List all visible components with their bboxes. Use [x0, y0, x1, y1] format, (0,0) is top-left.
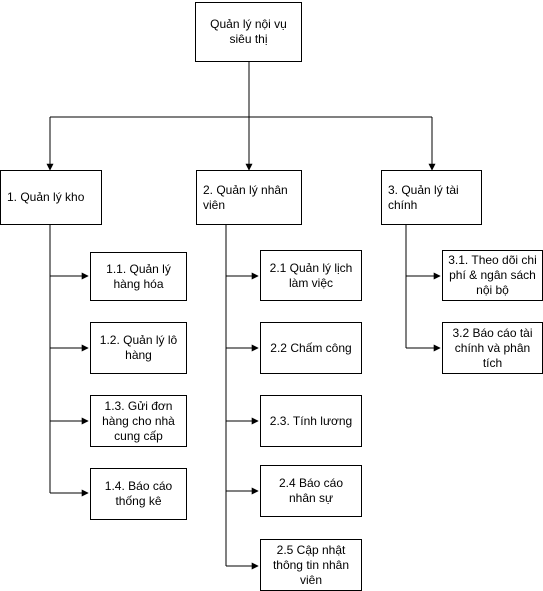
- child-node-2-3: 2.3. Tính lương: [260, 395, 362, 447]
- child-node-3-1: 3.1. Theo dõi chi phí & ngân sách nội bộ: [442, 250, 543, 301]
- branch-node-staff: 2. Quản lý nhân viên: [196, 170, 302, 225]
- child-node-1-2: 1.2. Quản lý lô hàng: [90, 322, 187, 374]
- child-node-1-1: 1.1. Quản lý hàng hóa: [90, 252, 187, 301]
- branch-node-finance: 3. Quản lý tài chính: [381, 170, 482, 225]
- child-node-2-5: 2.5 Cập nhật thông tin nhân viên: [260, 539, 362, 591]
- branch-node-warehouse: 1. Quản lý kho: [0, 170, 102, 225]
- child-node-1-4: 1.4. Báo cáo thống kê: [90, 468, 187, 520]
- child-node-2-4: 2.4 Báo cáo nhân sự: [260, 465, 362, 517]
- child-node-1-3: 1.3. Gửi đơn hàng cho nhà cung cấp: [90, 395, 187, 447]
- child-node-3-2: 3.2 Báo cáo tài chính và phân tích: [442, 322, 543, 374]
- child-node-2-1: 2.1 Quản lý lịch làm việc: [260, 250, 362, 301]
- child-node-2-2: 2.2 Chấm công: [260, 322, 362, 374]
- root-node: Quản lý nội vụ siêu thị: [195, 2, 302, 62]
